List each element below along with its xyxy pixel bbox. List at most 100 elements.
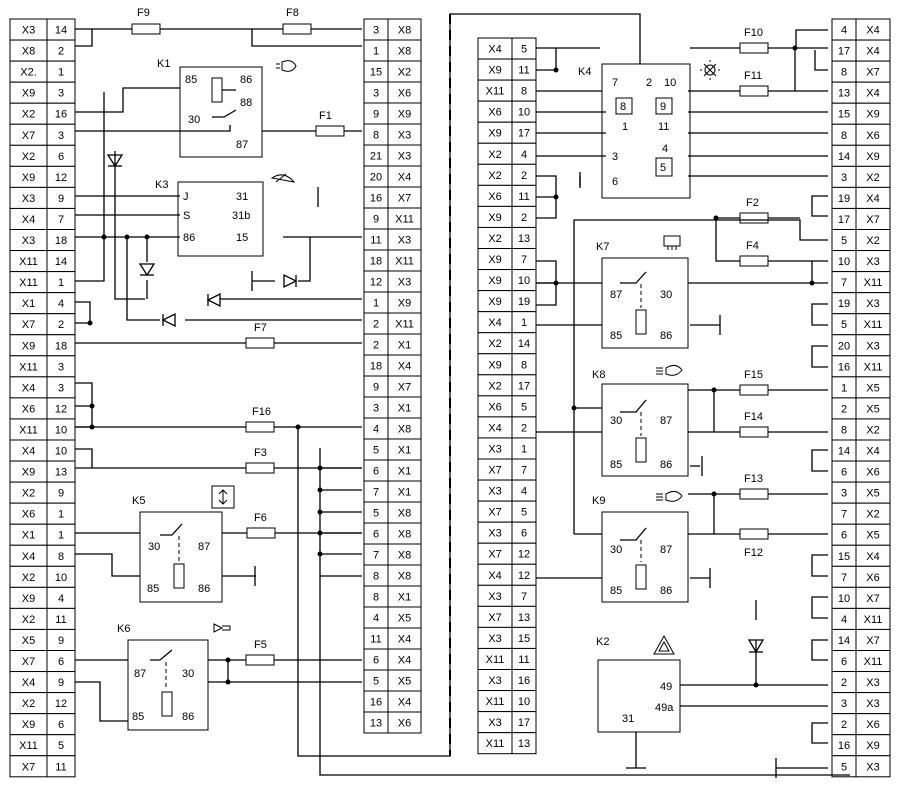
connector-cell: 3 xyxy=(373,88,379,100)
connector-cell: X9 xyxy=(22,719,35,731)
connector-cell: X1 xyxy=(398,487,411,499)
connector-cell: X5 xyxy=(398,613,411,625)
svg-text:87: 87 xyxy=(134,668,146,680)
connector-cell: X9 xyxy=(22,593,35,605)
svg-text:86: 86 xyxy=(183,232,195,244)
svg-text:87: 87 xyxy=(610,289,622,301)
connector-cell: X6 xyxy=(866,130,879,142)
connector-cell: 17 xyxy=(518,717,530,729)
connector-cell: X1 xyxy=(22,530,35,542)
svg-text:F13: F13 xyxy=(744,473,763,485)
svg-text:8: 8 xyxy=(620,101,626,113)
connector-cell: X9 xyxy=(488,254,501,266)
connector-cell: 17 xyxy=(838,214,850,226)
svg-text:4: 4 xyxy=(662,143,668,155)
connector-cell: 16 xyxy=(518,675,530,687)
connector-cell: 4 xyxy=(373,424,379,436)
connector-cell: 4 xyxy=(841,25,847,37)
connector-cell: 5 xyxy=(521,401,527,413)
connector-cell: X7 xyxy=(22,761,35,773)
connector-cell: 7 xyxy=(841,509,847,521)
connector-cell: X7 xyxy=(488,549,501,561)
connector-cell: X7 xyxy=(866,635,879,647)
connector-cell: X3 xyxy=(488,633,501,645)
connector-cell: 16 xyxy=(838,361,850,373)
hazard-triangle-icon xyxy=(653,634,675,655)
fuses: F9 F8 F1 F7 F16 F3 F6 F5 F10 F11 F2 F4 F… xyxy=(131,7,769,666)
svg-text:F14: F14 xyxy=(744,411,763,423)
connector-cell: X4 xyxy=(488,44,501,56)
connector-cell: X2 xyxy=(488,149,501,161)
connector-cell: 1 xyxy=(58,67,64,79)
connector-cell: 16 xyxy=(55,109,67,121)
connector-cell: X4 xyxy=(22,677,35,689)
fuse-f1 xyxy=(315,125,345,137)
connector-cell: X7 xyxy=(488,507,501,519)
connector-cell: 13 xyxy=(518,233,530,245)
connector-cell: X11 xyxy=(19,256,38,268)
svg-text:87: 87 xyxy=(660,415,672,427)
svg-text:86: 86 xyxy=(240,74,252,86)
connector-cell: 4 xyxy=(521,486,527,498)
connector-cell: X3 xyxy=(398,151,411,163)
connector-cell: 16 xyxy=(370,697,382,709)
connector-cell: X3 xyxy=(866,698,879,710)
connector-cell: X6 xyxy=(398,88,411,100)
svg-text:85: 85 xyxy=(147,583,159,595)
connector-cell: 19 xyxy=(838,298,850,310)
connector-cell: 3 xyxy=(841,698,847,710)
connector-cell: X4 xyxy=(398,697,411,709)
svg-text:31b: 31b xyxy=(232,210,250,222)
connector-cell: X2 xyxy=(398,67,411,79)
svg-text:85: 85 xyxy=(610,585,622,597)
svg-text:30: 30 xyxy=(610,415,622,427)
connector-cell: X2 xyxy=(488,380,501,392)
connector-cell: 11 xyxy=(55,614,66,626)
svg-text:F15: F15 xyxy=(744,369,763,381)
connector-cell: 20 xyxy=(838,340,850,352)
connector-cell: X2 xyxy=(488,338,501,350)
connector-cell: X9 xyxy=(488,359,501,371)
connector-cell: X11 xyxy=(864,656,883,668)
relay-k8: K8 30 87 85 86 xyxy=(592,369,689,477)
connector-cell: 2 xyxy=(841,403,847,415)
connector-cell: 11 xyxy=(370,634,381,646)
connector-cell: X11 xyxy=(395,214,414,226)
fuse-f8 xyxy=(282,23,312,35)
svg-text:F5: F5 xyxy=(254,639,267,651)
svg-text:K6: K6 xyxy=(117,623,130,635)
connector-cell: 15 xyxy=(518,633,530,645)
connector-cell: 1 xyxy=(58,509,64,521)
connector-cell: X2 xyxy=(866,509,879,521)
svg-text:30: 30 xyxy=(610,544,622,556)
horn-icon xyxy=(213,623,231,633)
connector-cell: X4 xyxy=(22,551,35,563)
connector-cell: X11 xyxy=(486,738,505,750)
connector-cell: X5 xyxy=(398,676,411,688)
connector-cell: X11 xyxy=(19,277,38,289)
connector-cell: 2 xyxy=(373,319,379,331)
svg-text:F8: F8 xyxy=(286,7,299,19)
connector-cell: 13 xyxy=(838,88,850,100)
connector-cell: 6 xyxy=(58,656,64,668)
svg-text:1: 1 xyxy=(622,121,628,133)
wiper-icon xyxy=(270,173,296,183)
svg-text:F9: F9 xyxy=(137,7,150,19)
connector-cell: X11 xyxy=(486,654,505,666)
connector-cell: 15 xyxy=(370,67,382,79)
connector-cell: X2 xyxy=(866,172,879,184)
svg-text:30: 30 xyxy=(188,114,200,126)
connector-cell: X7 xyxy=(866,593,879,605)
connector-cell: 8 xyxy=(841,67,847,79)
connector-cell: 2 xyxy=(521,212,527,224)
connector-cell: X9 xyxy=(22,467,35,479)
connector-cell: 17 xyxy=(518,380,530,392)
svg-text:F6: F6 xyxy=(254,512,267,524)
connector-cell: 2 xyxy=(841,677,847,689)
connector-cell: X1 xyxy=(22,298,35,310)
connector-cell: 11 xyxy=(370,235,381,247)
svg-text:86: 86 xyxy=(660,459,672,471)
table-cell-border xyxy=(46,755,76,778)
connector-cell: 10 xyxy=(55,572,67,584)
fuse-f14 xyxy=(739,426,769,438)
